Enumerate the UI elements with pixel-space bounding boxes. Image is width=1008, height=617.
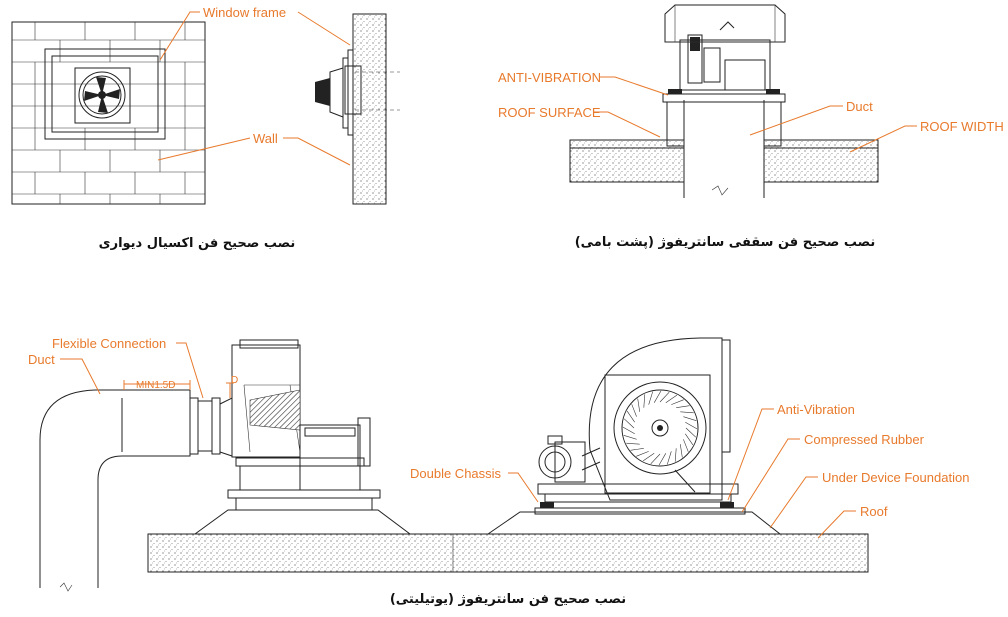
- double-chassis-label: Double Chassis: [410, 466, 502, 481]
- roof-surface-label-group: ROOF SURFACE: [498, 105, 661, 138]
- roof-surface-label: ROOF SURFACE: [498, 105, 601, 120]
- impeller-blade: [636, 451, 649, 457]
- impeller-blade: [626, 442, 640, 445]
- min-spacing-label: MIN1.5D: [136, 380, 175, 391]
- diameter-dimension: D: [226, 375, 238, 398]
- compressed-rubber-label-group: Compressed Rubber: [741, 432, 925, 513]
- impeller-blade: [642, 453, 655, 462]
- anti-vibration-top-label-group: ANTI-VIBRATION: [498, 70, 669, 96]
- impeller-blade: [623, 435, 637, 440]
- impeller-blade: [683, 439, 689, 452]
- compressed-rubber-label: Compressed Rubber: [804, 432, 925, 447]
- impeller-blade: [650, 453, 661, 465]
- impeller-blade: [658, 453, 667, 466]
- anti-vibration-label-group: Anti-Vibration: [727, 402, 855, 501]
- under-device-foundation-label-group: Under Device Foundation: [769, 470, 969, 529]
- duct-bottom-label: Duct: [28, 352, 55, 367]
- min-spacing-dimension: MIN1.5D: [123, 380, 191, 391]
- caption-utility-centrifugal: نصب صحیح فن سانتریفوژ (یوتیلیتی): [390, 592, 626, 607]
- wall-axial-fan-side-view: [315, 13, 400, 205]
- double-chassis-label-group: Double Chassis: [410, 466, 539, 503]
- impeller-blade: [671, 399, 684, 405]
- impeller-blade: [643, 394, 646, 408]
- impeller-blade: [630, 448, 644, 451]
- roof-width-label: ROOF WIDTH: [920, 119, 1004, 134]
- impeller-blade: [685, 421, 698, 430]
- impeller-blade: [626, 410, 635, 423]
- under-device-foundation-label: Under Device Foundation: [822, 470, 969, 485]
- impeller-blade: [667, 451, 672, 465]
- duct-top-label: Duct: [846, 99, 873, 114]
- impeller-blade: [659, 391, 670, 403]
- roof-label-group: Roof: [817, 504, 888, 539]
- duct-top-label-group: Duct: [749, 99, 873, 136]
- impeller-blade: [680, 444, 683, 458]
- impeller-blade: [685, 433, 694, 446]
- impeller-blade: [685, 427, 697, 438]
- impeller-blade: [676, 405, 690, 408]
- caption-roof-centrifugal: نصب صحیح فن سقفی سانتریفوژ (پشت بامی): [575, 235, 876, 250]
- caption-wall-axial: نصب صحیح فن اکسیال دیواری: [99, 236, 296, 251]
- diameter-label: D: [231, 375, 238, 386]
- roof-width-label-group: ROOF WIDTH: [849, 119, 1004, 153]
- utility-fan-right: [534, 337, 746, 515]
- anti-vibration-label: Anti-Vibration: [777, 402, 855, 417]
- impeller-blade: [637, 398, 640, 412]
- impeller-blade: [648, 391, 653, 405]
- utility-fan-left: [219, 339, 381, 511]
- duct-bottom-label-group: Duct: [28, 352, 101, 395]
- wall-axial-fan-front-view: [11, 21, 206, 205]
- flexible-connection-label: Flexible Connection: [52, 336, 166, 351]
- wall-label: Wall: [253, 131, 278, 146]
- impeller-blade: [622, 426, 635, 435]
- anti-vibration-top-label: ANTI-VIBRATION: [498, 70, 601, 85]
- impeller-blade: [683, 416, 697, 421]
- impeller-blade: [680, 411, 694, 414]
- utility-foundation: [147, 509, 869, 573]
- impeller-blade: [623, 418, 635, 429]
- window-frame-label: Window frame: [203, 5, 286, 20]
- impeller-blade: [665, 394, 678, 403]
- roof-centrifugal-fan: [569, 4, 879, 198]
- roof-label: Roof: [860, 504, 888, 519]
- window-frame-label-group: Window frame: [159, 5, 351, 61]
- impeller-blade: [653, 390, 662, 403]
- wall-label-group: Wall: [157, 131, 351, 166]
- impeller-blade: [631, 404, 637, 417]
- impeller-blade: [674, 448, 677, 462]
- flexible-connection-label-group: Flexible Connection: [52, 336, 204, 399]
